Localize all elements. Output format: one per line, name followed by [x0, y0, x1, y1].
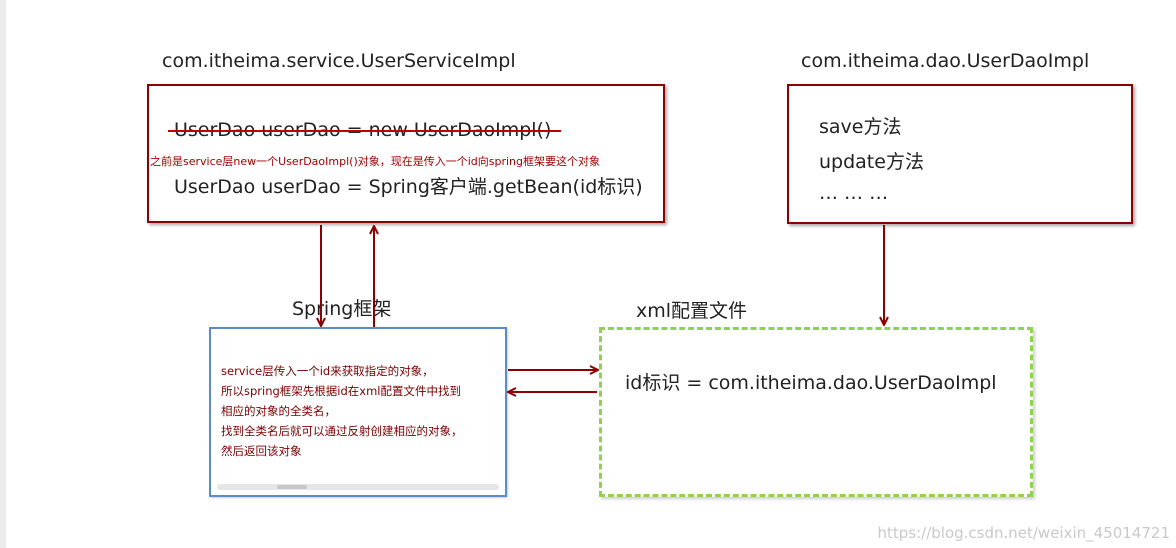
service-class-title: com.itheima.service.UserServiceImpl — [162, 50, 516, 72]
service-class-note: 之前是service层new一个UserDaoImpl()对象，现在是传入一个i… — [150, 155, 601, 168]
dao-method-update: update方法 — [819, 151, 924, 173]
spring-note-line: 找到全类名后就可以通过反射创建相应的对象， — [221, 424, 463, 438]
spring-note-line: service层传入一个id来获取指定的对象， — [221, 364, 434, 378]
spring-note: service层传入一个id来获取指定的对象， 所以spring框架先根据id在… — [221, 361, 463, 461]
horizontal-scrollbar[interactable] — [217, 484, 499, 490]
spring-note-line: 所以spring框架先根据id在xml配置文件中找到 — [221, 384, 461, 398]
xml-title: xml配置文件 — [636, 300, 748, 322]
spring-note-line: 相应的对象的全类名， — [221, 404, 336, 418]
dao-class-title: com.itheima.dao.UserDaoImpl — [801, 50, 1090, 72]
xml-config-box: id标识 = com.itheima.dao.UserDaoImpl — [599, 327, 1033, 497]
xml-mapping: id标识 = com.itheima.dao.UserDaoImpl — [625, 372, 997, 394]
watermark: https://blog.csdn.net/weixin_45014721 — [877, 524, 1170, 542]
old-code-strikethrough: UserDao userDao = new UserDaoImpl() — [167, 119, 562, 141]
dao-class-box: save方法 update方法 … … … — [787, 84, 1133, 224]
dao-method-save: save方法 — [819, 116, 902, 138]
scrollbar-thumb[interactable] — [277, 485, 307, 489]
left-margin-strip — [0, 0, 6, 548]
spring-title: Spring框架 — [292, 298, 392, 320]
service-class-box: UserDao userDao = new UserDaoImpl() 之前是s… — [147, 84, 665, 223]
dao-method-ellipsis: … … … — [819, 182, 889, 204]
spring-note-line: 然后返回该对象 — [221, 444, 302, 458]
new-code-line: UserDao userDao = Spring客户端.getBean(id标识… — [174, 176, 643, 198]
spring-box: service层传入一个id来获取指定的对象， 所以spring框架先根据id在… — [209, 327, 507, 497]
